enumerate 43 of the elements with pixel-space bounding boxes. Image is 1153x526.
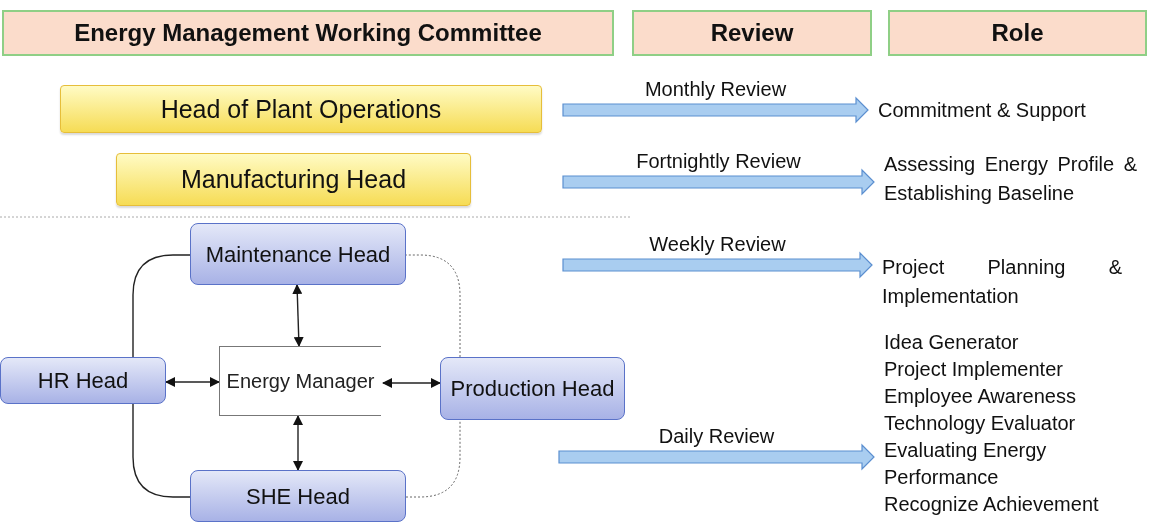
role-item: Idea Generator <box>884 330 1020 355</box>
box-label: Maintenance Head <box>205 240 391 269</box>
process-box <box>116 153 471 206</box>
box-label: SHE Head <box>246 482 350 511</box>
process-box <box>190 470 406 522</box>
column-header <box>632 10 872 56</box>
process-box <box>219 346 381 416</box>
box-label: HR Head <box>37 367 129 395</box>
header-label: Review <box>710 19 794 47</box>
block-arrow <box>562 251 873 279</box>
block-arrow <box>562 168 875 196</box>
box-label: Energy Manager <box>226 368 375 394</box>
edge-label: Fortnightly Review <box>634 150 803 172</box>
process-box <box>60 85 542 133</box>
edge-label: Weekly Review <box>647 233 788 255</box>
process-box <box>440 357 625 420</box>
double-arrow <box>293 415 303 471</box>
column-header <box>2 10 614 56</box>
role-item: Employee Awareness <box>884 384 1077 409</box>
double-arrow <box>292 284 304 347</box>
role-text: Project Planning & Implementation <box>882 253 1122 313</box>
header-label: Role <box>991 19 1044 47</box>
block-arrow <box>558 443 875 471</box>
role-text: Assessing Energy Profile & Establishing Baseline <box>884 150 1137 238</box>
connector-line <box>405 254 461 358</box>
role-item: Evaluating Energy Performance <box>884 438 1048 490</box>
double-arrow <box>382 378 441 388</box>
block-arrow <box>562 96 869 124</box>
box-label: Head of Plant Operations <box>160 94 442 124</box>
role-item: Project Implementer <box>884 357 1064 382</box>
role-item: Technology Evaluator <box>884 411 1077 436</box>
process-box <box>190 223 406 285</box>
role-text: Commitment & Support <box>878 96 1138 124</box>
connector-line <box>132 403 191 498</box>
box-label: Production Head <box>450 375 615 403</box>
connector-line <box>405 419 461 498</box>
header-label: Energy Management Working Committee <box>74 19 542 47</box>
role-item: Recognize Achievement <box>884 492 1100 517</box>
column-header <box>888 10 1147 56</box>
double-arrow <box>165 377 220 387</box>
box-label: Manufacturing Head <box>180 165 407 194</box>
process-box <box>0 357 166 404</box>
connector-line <box>132 254 191 358</box>
